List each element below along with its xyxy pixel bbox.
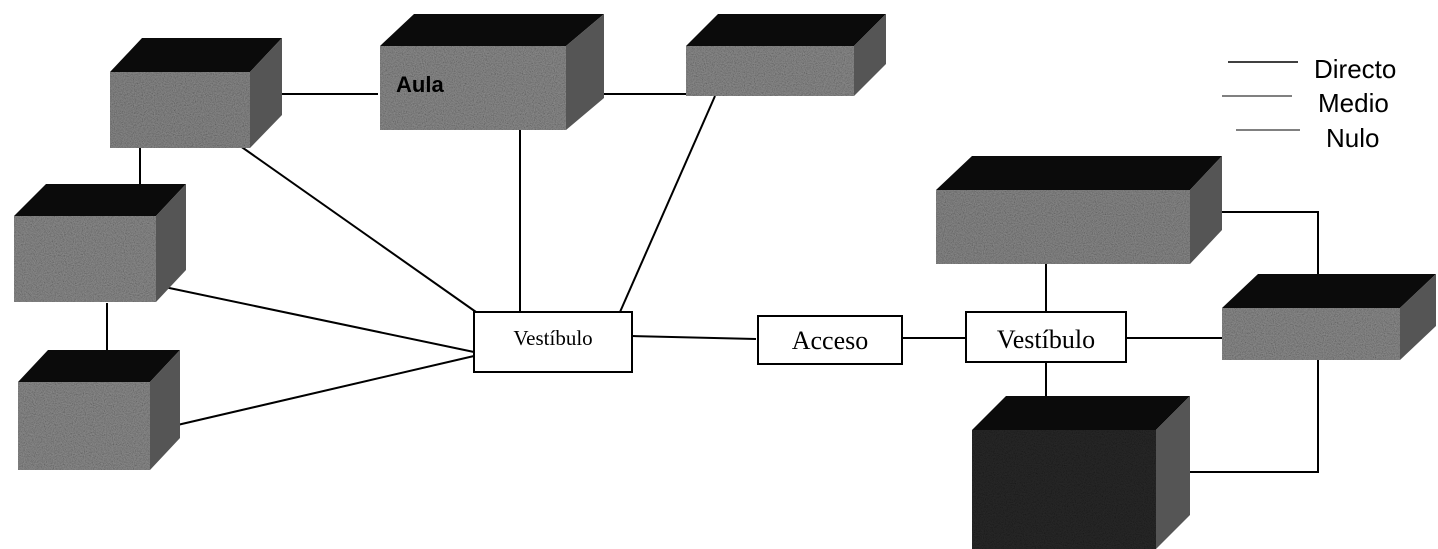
connector-vestibulo-left-to-acceso <box>631 335 757 340</box>
node-vestibulo-right: Vestíbulo <box>965 311 1127 363</box>
block-lower-right <box>972 396 1190 549</box>
block-top-right <box>686 14 886 96</box>
block-mid-left <box>14 184 186 302</box>
connector-top-right-block-to-vestibulo-left <box>619 95 716 313</box>
legend: Directo Medio Nulo <box>1222 54 1396 153</box>
legend-label-nulo: Nulo <box>1326 123 1379 153</box>
node-acceso: Acceso <box>757 315 903 365</box>
vestibulo-left-label: Vestíbulo <box>513 326 592 350</box>
aula-label: Aula <box>396 72 444 97</box>
block-low-left <box>18 350 180 470</box>
block-top-left <box>110 38 282 148</box>
block-right <box>1222 274 1436 360</box>
connector-mid-left-block-to-vestibulo-left <box>154 284 475 353</box>
node-vestibulo-left: Vestíbulo <box>473 311 633 373</box>
legend-label-directo: Directo <box>1314 54 1396 84</box>
block-aula: Aula <box>380 14 604 130</box>
connector-low-left-block-to-vestibulo-left <box>142 355 475 434</box>
block-upper-right <box>936 156 1222 264</box>
acceso-label: Acceso <box>792 326 869 355</box>
legend-label-medio: Medio <box>1318 88 1389 118</box>
connector-right-block-to-lower-right-block <box>1172 356 1319 473</box>
connector-upper-right-block-to-right-block <box>1190 211 1319 284</box>
connections <box>106 93 1319 473</box>
connector-top-block-to-vestibulo-left <box>235 142 477 313</box>
vestibulo-right-label: Vestíbulo <box>997 325 1095 354</box>
